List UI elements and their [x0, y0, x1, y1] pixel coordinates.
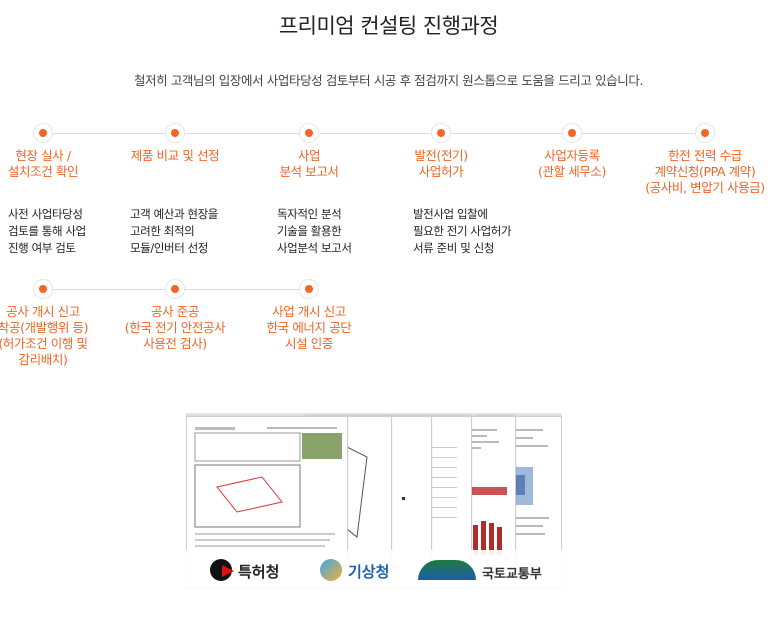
kipo-arrow-icon — [222, 565, 234, 577]
report-documents-image: 특허청 기상청 국토교통부 — [186, 413, 562, 590]
step-dot — [563, 124, 581, 142]
step-title: 공사 개시 신고 착공(개발행위 등) (허가조건 이행 및 감리배치) — [0, 304, 89, 367]
step-title: 사업 분석 보고서 — [279, 148, 339, 179]
step-title: 사업자등록 (관할 세무소) — [537, 148, 607, 179]
step-desc: 고객 예산과 현장을 고려한 최적의 모듈/인버터 선정 — [130, 207, 218, 255]
agency-logos: 특허청 기상청 국토교통부 — [186, 550, 562, 590]
step-dot — [696, 124, 714, 142]
step-dot — [300, 280, 318, 298]
timeline-line-row1 — [43, 133, 704, 134]
kma-icon — [320, 559, 342, 581]
step-title: 공사 준공 (한국 전기 안전공사 사용전 검사) — [124, 304, 226, 351]
molit-icon — [418, 560, 476, 580]
step-title: 제품 비교 및 선정 — [130, 148, 220, 163]
step-dot — [166, 124, 184, 142]
step-desc: 발전사업 입찰에 필요한 전기 사업허가 서류 준비 및 신청 — [413, 207, 512, 255]
step-title: 사업 개시 신고 한국 에너지 공단 시설 인증 — [266, 304, 352, 351]
step-title: 한전 전력 수급 계약신청(PPA 계약) (공사비, 변압기 사용금) — [645, 148, 765, 195]
step-dot — [166, 280, 184, 298]
logo-kipo: 특허청 — [238, 563, 280, 581]
step-title: 발전(전기) 사업허가 — [414, 148, 468, 179]
step-dot — [432, 124, 450, 142]
logo-molit: 국토교통부 — [482, 567, 542, 582]
step-desc: 사전 사업타당성 검토를 통해 사업 진행 여부 검토 — [8, 207, 86, 255]
step-title: 현장 실사 / 설치조건 확인 — [7, 148, 79, 179]
logo-kma: 기상청 — [348, 563, 390, 581]
page-subtitle: 철저히 고객님의 입장에서 사업타당성 검토부터 시공 후 점검까지 원스톱으로… — [133, 73, 644, 88]
step-dot — [34, 280, 52, 298]
step-dot — [300, 124, 318, 142]
page-title: 프리미엄 컨설팅 진행과정 — [278, 14, 499, 38]
step-desc: 독자적인 분석 기술을 활용한 사업분석 보고서 — [277, 207, 352, 255]
step-dot — [34, 124, 52, 142]
